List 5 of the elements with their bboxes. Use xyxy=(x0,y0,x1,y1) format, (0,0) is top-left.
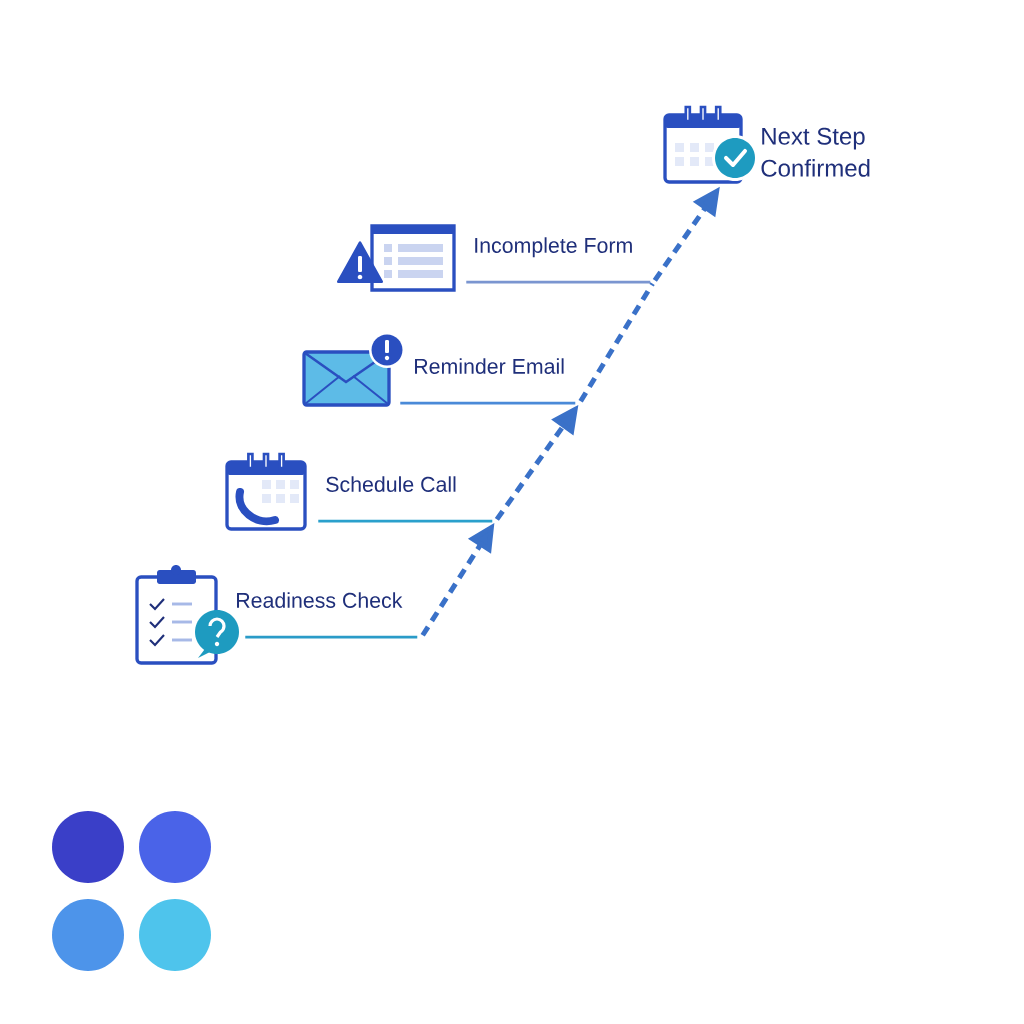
step-label: Schedule Call xyxy=(318,476,493,523)
step-label: Readiness Check xyxy=(237,592,418,639)
step-label: Incomplete Form xyxy=(466,237,651,284)
step-label: Reminder Email xyxy=(400,358,576,405)
goal-label: Next Step Confirmed xyxy=(761,127,870,177)
